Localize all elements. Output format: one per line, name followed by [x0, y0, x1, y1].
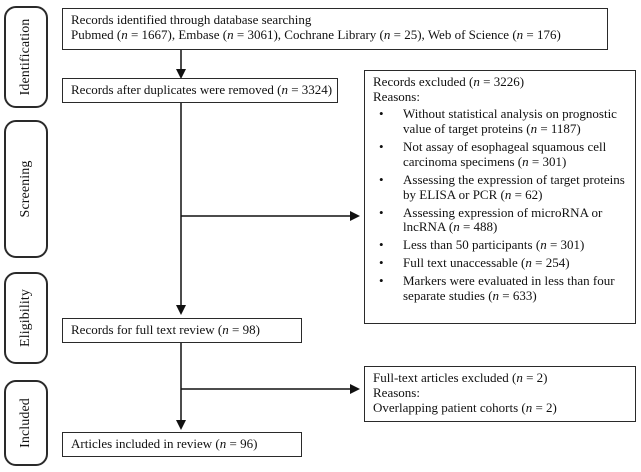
stage-identification: Identification — [4, 6, 48, 108]
stage-included-label: Included — [17, 398, 33, 448]
fulltext-excluded-reasons-heading: Reasons: — [373, 384, 420, 400]
exclusion-reason-item: Assessing the expression of target prote… — [373, 172, 629, 203]
fulltext-excluded-box: Full-text articles excluded (n = 2) Reas… — [364, 366, 636, 422]
exclusion-reason-item: Less than 50 participants (n = 301) — [373, 237, 629, 253]
stage-eligibility: Eligibility — [4, 272, 48, 364]
stage-eligibility-label: Eligibility — [17, 289, 33, 347]
fulltext-review-box: Records for full text review (n = 98) — [62, 318, 302, 343]
fulltext-review-text: Records for full text review (n = 98) — [71, 322, 260, 337]
stage-screening: Screening — [4, 120, 48, 258]
records-identified-sources: Pubmed (n = 1667), Embase (n = 3061), Co… — [71, 26, 561, 42]
exclusion-reason-item: Markers were evaluated in less than four… — [373, 273, 629, 304]
fulltext-excluded-reason: Overlapping patient cohorts (n = 2) — [373, 399, 557, 415]
records-excluded-reasons-heading: Reasons: — [373, 88, 420, 104]
records-excluded-title: Records excluded (n = 3226) — [373, 74, 525, 89]
records-after-duplicates-box: Records after duplicates were removed (n… — [62, 78, 338, 103]
exclusion-reason-item: Without statistical analysis on prognost… — [373, 106, 629, 137]
records-after-duplicates-text: Records after duplicates were removed (n… — [71, 82, 333, 97]
stage-identification-label: Identification — [17, 18, 33, 96]
exclusion-reason-item: Full text unaccessable (n = 254) — [373, 255, 629, 271]
exclusion-reason-item: Not assay of esophageal squamous cell ca… — [373, 139, 629, 170]
records-identified-box: Records identified through database sear… — [62, 8, 608, 50]
stage-included: Included — [4, 380, 48, 466]
records-identified-title: Records identified through database sear… — [71, 12, 312, 27]
exclusion-reasons-list: Without statistical analysis on prognost… — [373, 106, 629, 304]
articles-included-box: Articles included in review (n = 96) — [62, 432, 302, 457]
articles-included-text: Articles included in review (n = 96) — [71, 436, 258, 451]
records-excluded-box: Records excluded (n = 3226) Reasons: Wit… — [364, 70, 636, 324]
exclusion-reason-item: Assessing expression of microRNA or lncR… — [373, 205, 629, 236]
stage-screening-label: Screening — [17, 160, 33, 218]
fulltext-excluded-title: Full-text articles excluded (n = 2) — [373, 370, 548, 385]
